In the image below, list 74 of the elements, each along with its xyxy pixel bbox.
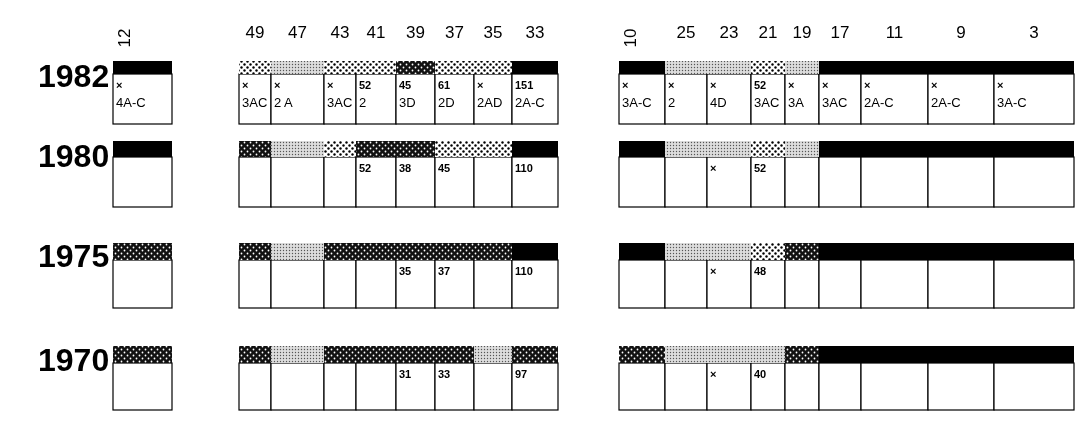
- cell-entry: 45: [399, 80, 412, 91]
- cell-entry: ×: [274, 80, 281, 91]
- cell-entry: 61: [438, 80, 451, 91]
- year-label: 1970: [38, 344, 110, 376]
- cell-entry: ×: [477, 80, 484, 91]
- cell-entry: 97: [515, 369, 528, 380]
- cell-code: 2A-C: [515, 96, 545, 109]
- cell-entry: ×: [668, 80, 675, 91]
- cell-code: 2: [359, 96, 367, 109]
- cell-entry: ×: [327, 80, 334, 91]
- column-number: 41: [366, 24, 386, 41]
- cell-entry: 45: [438, 163, 451, 174]
- cell-code: 2A-C: [864, 96, 894, 109]
- cell-entry: 38: [399, 163, 412, 174]
- year-label: 1980: [38, 140, 110, 172]
- cell-entry: ×: [710, 369, 717, 380]
- cell-entry: ×: [822, 80, 829, 91]
- cell-code: 2A-C: [931, 96, 961, 109]
- cell-code: 4D: [710, 96, 727, 109]
- cell-code: 3AC: [242, 96, 268, 109]
- column-number: 11: [885, 24, 904, 41]
- column-number: 37: [445, 24, 464, 41]
- cell-code: 2AD: [477, 96, 503, 109]
- cell-code: 3AC: [822, 96, 848, 109]
- column-number: 9: [956, 24, 966, 41]
- cell-entry: ×: [710, 80, 717, 91]
- cell-entry: 33: [438, 369, 451, 380]
- cell-code: 2 A: [274, 96, 293, 109]
- year-label: 1982: [38, 60, 110, 92]
- cell-code: 3AC: [327, 96, 353, 109]
- column-number: 25: [676, 24, 696, 41]
- column-number: 21: [758, 24, 778, 41]
- column-number: 47: [288, 24, 307, 41]
- cell-entry: 151: [515, 80, 534, 91]
- cell-entry: ×: [997, 80, 1004, 91]
- cell-entry: 110: [515, 266, 533, 277]
- column-number: 12: [115, 28, 133, 48]
- cell-entry: ×: [242, 80, 249, 91]
- column-number: 17: [830, 24, 850, 41]
- cell-entry: 52: [754, 163, 767, 174]
- cell-entry: ×: [931, 80, 938, 91]
- cell-entry: ×: [864, 80, 871, 91]
- column-number: 23: [719, 24, 739, 41]
- cell-code: 3D: [399, 96, 416, 109]
- cell-code: 3A: [788, 96, 804, 109]
- cell-entry: 35: [399, 266, 412, 277]
- column-number: 33: [525, 24, 545, 41]
- column-number: 35: [483, 24, 503, 41]
- column-number: 3: [1029, 24, 1039, 41]
- cell-entry: ×: [788, 80, 795, 91]
- cell-entry: ×: [622, 80, 629, 91]
- cell-entry: 110: [515, 163, 533, 174]
- column-number: 39: [406, 24, 425, 41]
- cell-entry: 52: [359, 80, 372, 91]
- cell-code: 3A-C: [622, 96, 652, 109]
- cell-entry: 52: [754, 80, 767, 91]
- column-number: 43: [330, 24, 350, 41]
- cell-entry: 37: [438, 266, 451, 277]
- cell-code: 3A-C: [997, 96, 1027, 109]
- column-number: 19: [792, 24, 812, 41]
- cell-code: 2D: [438, 96, 455, 109]
- cell-entry: 52: [359, 163, 372, 174]
- cell-code: 2: [668, 96, 676, 109]
- cell-entry: ×: [710, 163, 717, 174]
- cell-code: 4A-C: [116, 96, 146, 109]
- cell-entry: ×: [710, 266, 717, 277]
- column-number: 10: [621, 28, 639, 48]
- cell-entry: 40: [754, 369, 767, 380]
- cell-entry: ×: [116, 80, 123, 91]
- cell-entry: 31: [399, 369, 412, 380]
- column-number: 49: [245, 24, 265, 41]
- cell-code: 3AC: [754, 96, 780, 109]
- cell-entry: 48: [754, 266, 767, 277]
- year-label: 1975: [38, 240, 110, 272]
